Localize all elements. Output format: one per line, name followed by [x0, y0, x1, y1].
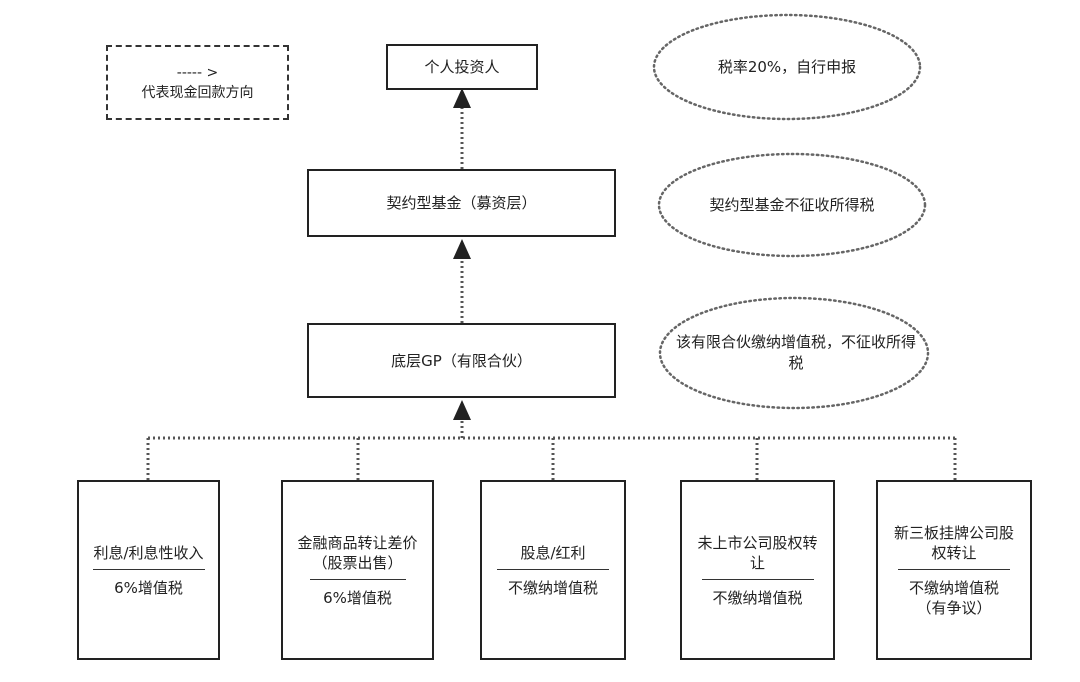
legend-box: ----- > 代表现金回款方向 — [106, 45, 289, 120]
source-financial-products: 金融商品转让差价（股票出售） 6%增值税 — [281, 480, 434, 660]
legend-arrow-text: ----- > — [176, 64, 219, 81]
source-dividends-divider — [497, 568, 609, 570]
source-unlisted-equity-tax: 不缴纳增值税 — [712, 588, 803, 607]
node-fund-label: 契约型基金（募资层） — [386, 194, 537, 212]
note-investor-text: 税率20%，自行申报 — [717, 57, 857, 76]
source-unlisted-equity: 未上市公司股权转让 不缴纳增值税 — [680, 480, 835, 660]
source-unlisted-equity-title: 未上市公司股权转让 — [697, 533, 818, 572]
node-gp-label: 底层GP（有限合伙） — [391, 351, 532, 370]
source-interest-title: 利息/利息性收入 — [93, 543, 204, 562]
source-dividends: 股息/红利 不缴纳增值税 — [480, 480, 626, 660]
cloud-shape-fund — [657, 152, 927, 258]
legend-label: 代表现金回款方向 — [141, 84, 254, 101]
source-unlisted-equity-divider — [701, 578, 814, 580]
note-gp: 该有限合伙缴纳增值税，不征收所得税 — [671, 328, 921, 378]
source-neeq-equity-tax: 不缴纳增值税（有争议） — [908, 578, 999, 617]
node-investor: 个人投资人 — [386, 44, 538, 90]
source-financial-products-tax: 6%增值税 — [323, 588, 392, 607]
source-dividends-title: 股息/红利 — [520, 543, 586, 562]
source-interest: 利息/利息性收入 6%增值税 — [77, 480, 220, 660]
source-bus — [146, 400, 957, 480]
source-neeq-equity-divider — [898, 568, 1010, 570]
source-neeq-equity-title: 新三板挂牌公司股权转让 — [894, 523, 1015, 562]
note-fund: 契约型基金不征收所得税 — [680, 188, 904, 222]
node-investor-label: 个人投资人 — [424, 58, 500, 76]
source-neeq-equity: 新三板挂牌公司股权转让 不缴纳增值税（有争议） — [876, 480, 1032, 660]
cloud-shape-investor — [652, 13, 922, 121]
note-fund-text: 契约型基金不征收所得税 — [709, 195, 875, 214]
source-financial-products-divider — [309, 578, 406, 580]
arrow-fund-to-investor — [453, 88, 471, 169]
note-investor: 税率20%，自行申报 — [680, 50, 894, 84]
node-gp: 底层GP（有限合伙） — [307, 323, 616, 398]
source-financial-products-title: 金融商品转让差价（股票出售） — [297, 533, 418, 572]
source-interest-tax: 6%增值税 — [114, 578, 183, 597]
cloud-shape-gp — [658, 296, 930, 410]
note-gp-text: 该有限合伙缴纳增值税，不征收所得税 — [675, 333, 916, 372]
node-fund: 契约型基金（募资层） — [307, 169, 616, 237]
source-dividends-tax: 不缴纳增值税 — [507, 578, 598, 597]
source-interest-divider — [92, 568, 205, 570]
arrow-gp-to-fund — [453, 239, 471, 323]
